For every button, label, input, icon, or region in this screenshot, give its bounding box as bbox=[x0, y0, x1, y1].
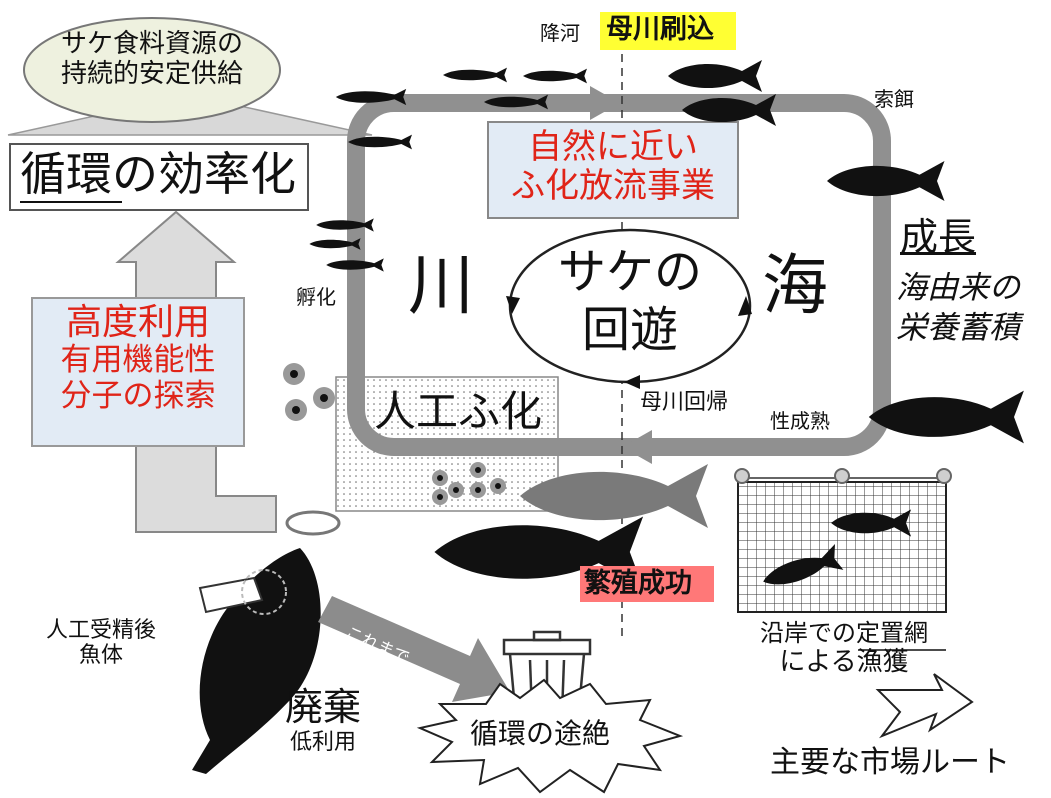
imprinting-highlight bbox=[600, 12, 736, 50]
disposed-body-text: 人工受精後 魚体 bbox=[26, 618, 176, 669]
fishery-line1-a: 沿岸での bbox=[760, 619, 856, 647]
efficiency-word: 循環 bbox=[20, 147, 112, 201]
goal-ellipse bbox=[23, 17, 281, 123]
cycle-arrowhead-top bbox=[590, 86, 620, 120]
migration-arrowhead-bottom bbox=[624, 375, 640, 389]
maturation-label: 性成熟 bbox=[770, 409, 830, 433]
disposed-fish-body bbox=[192, 548, 321, 774]
growth-line2: 栄養蓄積 bbox=[896, 310, 1020, 347]
migration-line1: サケの bbox=[557, 244, 702, 300]
disposed-body-line1: 人工受精後 bbox=[45, 618, 156, 643]
advanced-use-box bbox=[31, 297, 245, 447]
descent-label: 降河 bbox=[540, 21, 580, 45]
glove bbox=[198, 576, 264, 614]
fishery-line1-b: 定置網 bbox=[856, 619, 928, 647]
ring bbox=[285, 510, 341, 536]
goal-text: サケ食料資源の 持続的安定供給 bbox=[40, 29, 264, 90]
disposal-text: 廃棄 低利用 bbox=[268, 685, 378, 755]
return-label: 母川回帰 bbox=[640, 390, 729, 415]
migration-text: サケの 回遊 bbox=[530, 244, 730, 359]
natural-release-line1: 自然に近い bbox=[528, 127, 698, 167]
sea-label: 海 bbox=[762, 247, 828, 324]
set-net bbox=[737, 481, 947, 613]
feeding-label: 索餌 bbox=[874, 87, 914, 111]
market-route-arrow bbox=[875, 673, 974, 739]
imprinting-label: 母川刷込 bbox=[606, 14, 714, 45]
migration-line2: 回遊 bbox=[581, 301, 678, 358]
efficiency-title: 循環の効率化 bbox=[20, 148, 296, 201]
eggs bbox=[283, 363, 506, 505]
disposed-body-line2: 魚体 bbox=[78, 643, 123, 669]
spawning-success-label: 繁殖成功 bbox=[584, 568, 692, 599]
disposal-title: 廃棄 bbox=[284, 685, 361, 729]
migration-arrowhead-left bbox=[506, 296, 520, 314]
cut-off-label: 循環の途絶 bbox=[470, 717, 611, 750]
advanced-use-line2: 有用機能性 bbox=[60, 342, 216, 379]
efficiency-rest: の効率化 bbox=[112, 147, 296, 201]
hatching-label: 孵化 bbox=[296, 285, 336, 309]
efficiency-box bbox=[9, 143, 309, 211]
artificial-hatching-label: 人工ふ化 bbox=[374, 387, 543, 436]
advanced-use-line3: 分子の探索 bbox=[60, 378, 216, 415]
migration-arrowhead-right bbox=[738, 296, 752, 316]
river-label: 川 bbox=[408, 247, 474, 324]
natural-release-box bbox=[487, 121, 739, 219]
growth-title: 成長 bbox=[900, 215, 977, 259]
natural-release-line2: ふ化放流事業 bbox=[511, 166, 715, 207]
net-floats bbox=[734, 468, 952, 484]
advanced-use-title: 高度利用 bbox=[65, 302, 210, 343]
disposal-subtitle: 低利用 bbox=[289, 729, 356, 755]
growth-text: 海由来の 栄養蓄積 bbox=[896, 268, 1020, 349]
goal-line1: サケ食料資源の bbox=[60, 29, 243, 59]
goal-line2: 持続的安定供給 bbox=[60, 58, 243, 89]
growth-line1: 海由来の bbox=[896, 270, 1020, 306]
advanced-use-text: 高度利用 有用機能性 分子の探索 bbox=[32, 302, 244, 415]
fishery-text: 沿岸での定置網 による漁獲 bbox=[736, 619, 952, 677]
cut-off-starburst bbox=[416, 678, 684, 794]
disposal-arrow bbox=[318, 596, 510, 702]
cycle-arrowhead-bottom bbox=[622, 430, 652, 464]
natural-release-text: 自然に近い ふ化放流事業 bbox=[488, 127, 738, 207]
market-route-label: 主要な市場ルート bbox=[770, 745, 1010, 780]
spawning-success-highlight bbox=[580, 566, 714, 602]
fishery-line2: による漁獲 bbox=[779, 646, 909, 677]
cut-mark bbox=[241, 569, 287, 615]
